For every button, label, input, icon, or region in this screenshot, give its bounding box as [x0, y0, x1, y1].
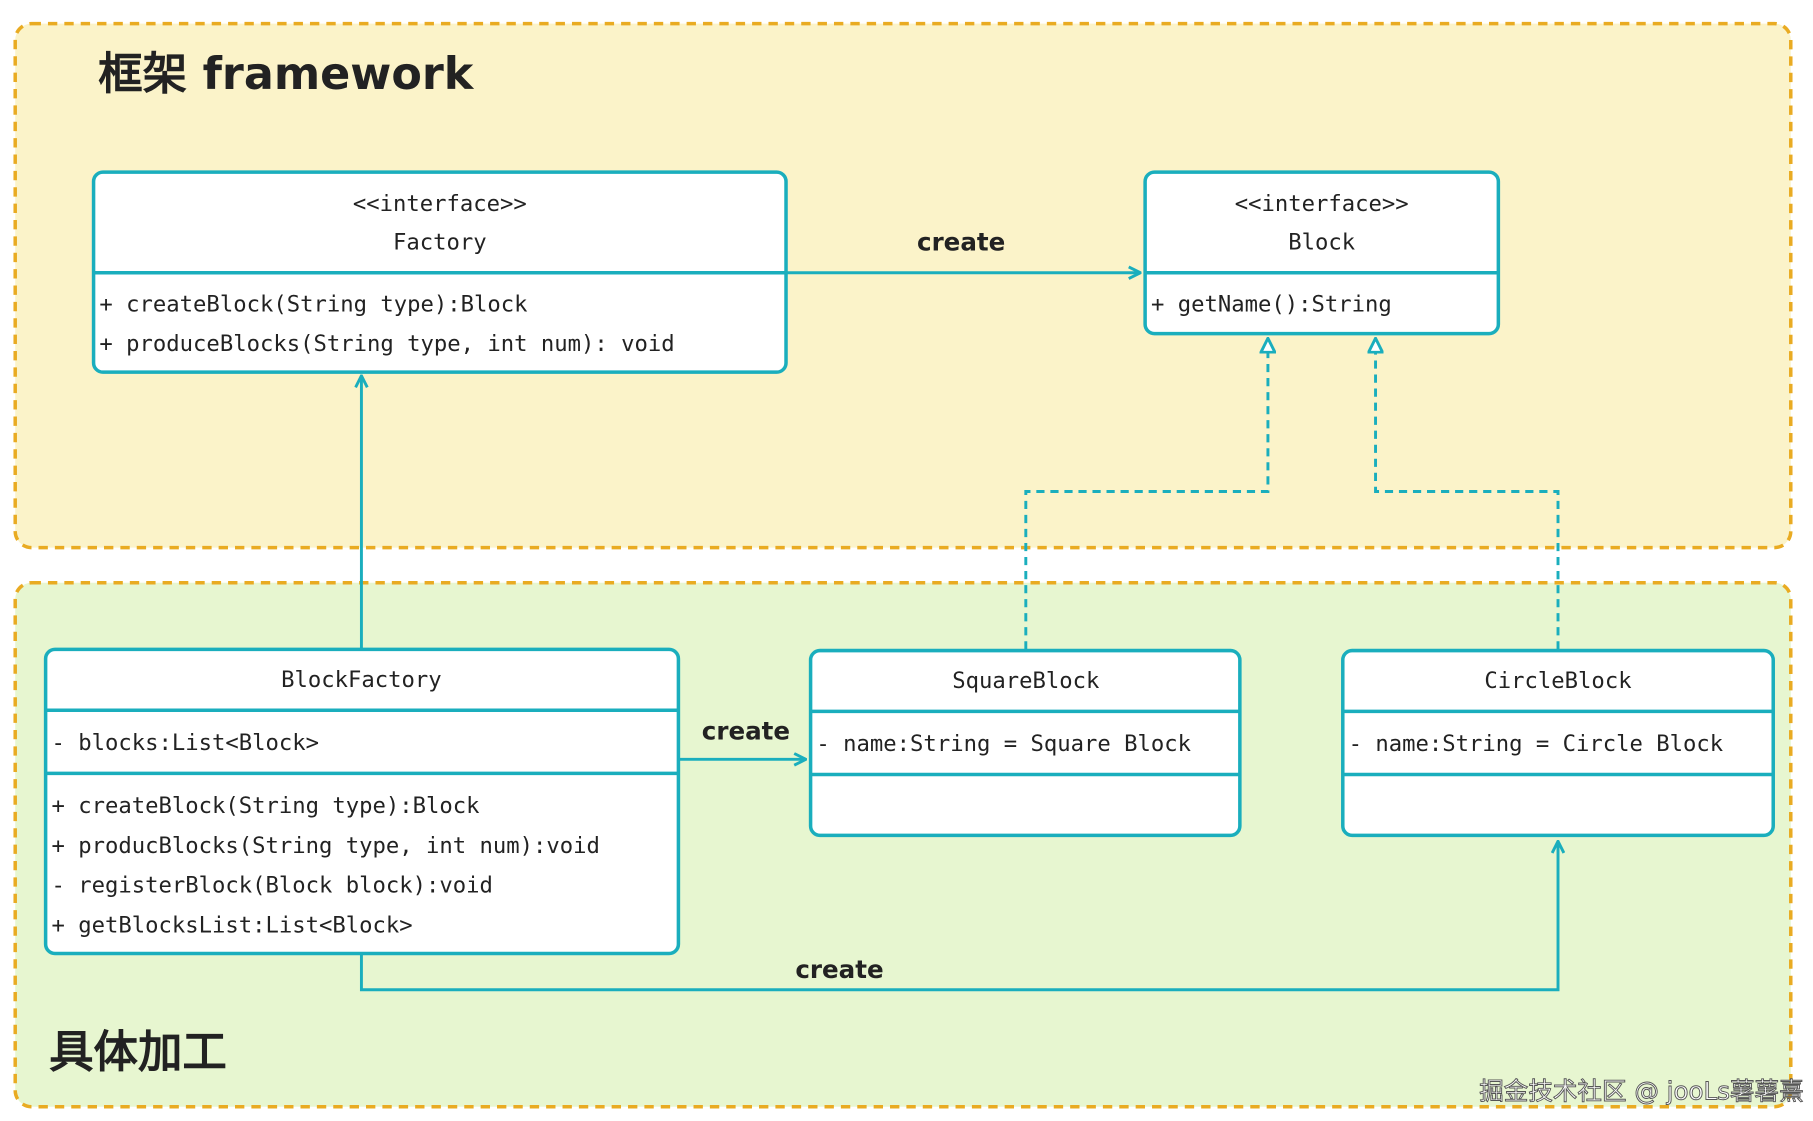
class-name: Block	[1288, 229, 1356, 255]
class-name: SquareBlock	[952, 668, 1100, 694]
class-name: BlockFactory	[281, 667, 442, 693]
stereotype: <<interface>>	[1235, 191, 1409, 217]
attribute: - name:String = Square Block	[816, 731, 1191, 757]
class-name: Factory	[393, 229, 487, 255]
watermark: 掘金技术社区 @ jooLs薯薯熹	[1479, 1077, 1803, 1106]
method: + getBlocksList:List<Block>	[51, 912, 412, 938]
method: + createBlock(String type):Block	[99, 291, 528, 317]
stereotype: <<interface>>	[353, 191, 527, 217]
edge-blockfactory-to-circle	[359, 841, 1558, 992]
edge-label-blockfactory-circle: create	[795, 955, 883, 984]
framework-region	[13, 21, 1793, 550]
attribute: - blocks:List<Block>	[51, 730, 319, 756]
class-blockfactory: BlockFactory - blocks:List<Block> + crea…	[43, 647, 681, 956]
class-squareblock: SquareBlock - name:String = Square Block	[808, 648, 1242, 838]
method: + producBlocks(String type, int num):voi…	[51, 833, 599, 859]
attribute: - name:String = Circle Block	[1349, 731, 1724, 757]
method: + produceBlocks(String type, int num): v…	[99, 331, 674, 357]
class-circleblock: CircleBlock - name:String = Circle Block	[1341, 648, 1775, 838]
edge-label-factory-block: create	[917, 228, 1005, 257]
method: + createBlock(String type):Block	[51, 793, 480, 819]
class-factory: <<interface>> Factory + createBlock(Stri…	[91, 170, 788, 374]
edge-label-blockfactory-square: create	[702, 716, 790, 745]
method: + getName():String	[1151, 291, 1392, 317]
class-block: <<interface>> Block + getName():String	[1143, 170, 1501, 336]
framework-title: 框架 framework	[98, 49, 475, 100]
concrete-title: 具体加工	[49, 1027, 227, 1078]
method: - registerBlock(Block block):void	[51, 873, 492, 899]
class-name: CircleBlock	[1484, 668, 1632, 694]
